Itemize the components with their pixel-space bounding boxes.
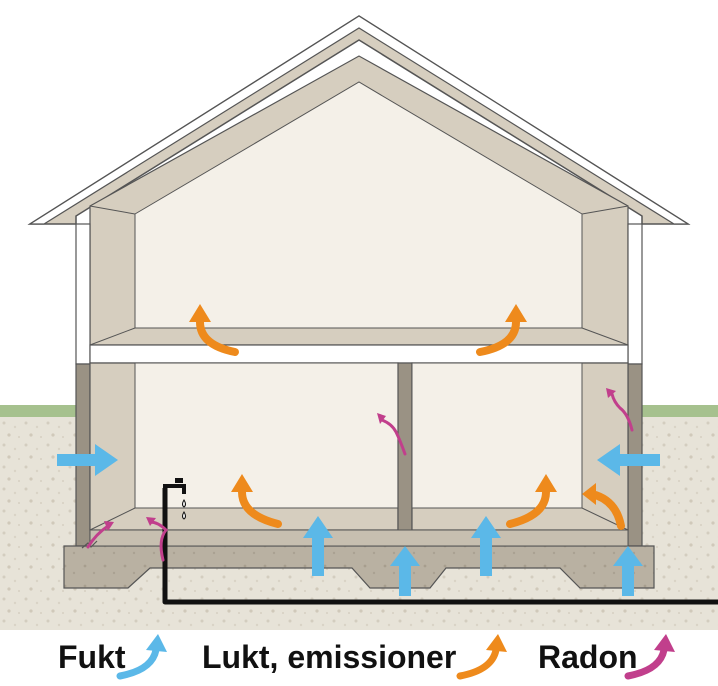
upper-floor [89, 55, 629, 346]
legend-label-radon: Radon [538, 639, 638, 675]
odor-arrowheads [189, 304, 596, 505]
water-drop-icon [182, 511, 186, 520]
moisture-arrow [613, 546, 643, 596]
odor-arrow [238, 488, 282, 528]
grass-left [0, 405, 78, 417]
moisture-arrow [57, 444, 118, 476]
radon-arrow [380, 418, 407, 456]
curved-arrow-icon [456, 634, 507, 680]
pipe-line [162, 488, 718, 605]
odor-arrow [196, 318, 239, 356]
moisture-arrow [471, 516, 501, 576]
curved-arrow-icon [624, 634, 675, 680]
odor-arrow [476, 318, 520, 356]
grass-right [640, 405, 718, 417]
ground-floor [89, 362, 629, 546]
radon-arrows [86, 392, 634, 562]
radon-arrow [86, 524, 110, 549]
moisture-arrows [57, 444, 660, 596]
moisture-arrow [390, 546, 420, 596]
legend: Fukt Lukt, emissioner Radon [58, 634, 675, 680]
radon-arrow [610, 392, 634, 432]
floor-slab [89, 344, 629, 364]
radon-arrowheads [104, 388, 616, 531]
legend-label-odor: Lukt, emissioner [202, 639, 456, 675]
odor-arrow [506, 488, 550, 528]
legend-label-moisture: Fukt [58, 639, 126, 675]
curved-arrow-icon [116, 634, 167, 680]
odor-arrows [196, 318, 625, 530]
water-tap-icon [163, 478, 186, 520]
moisture-arrow [303, 516, 333, 576]
water-drop-icon [182, 499, 186, 508]
moisture-arrow [597, 444, 660, 476]
radon-arrow [148, 520, 169, 562]
